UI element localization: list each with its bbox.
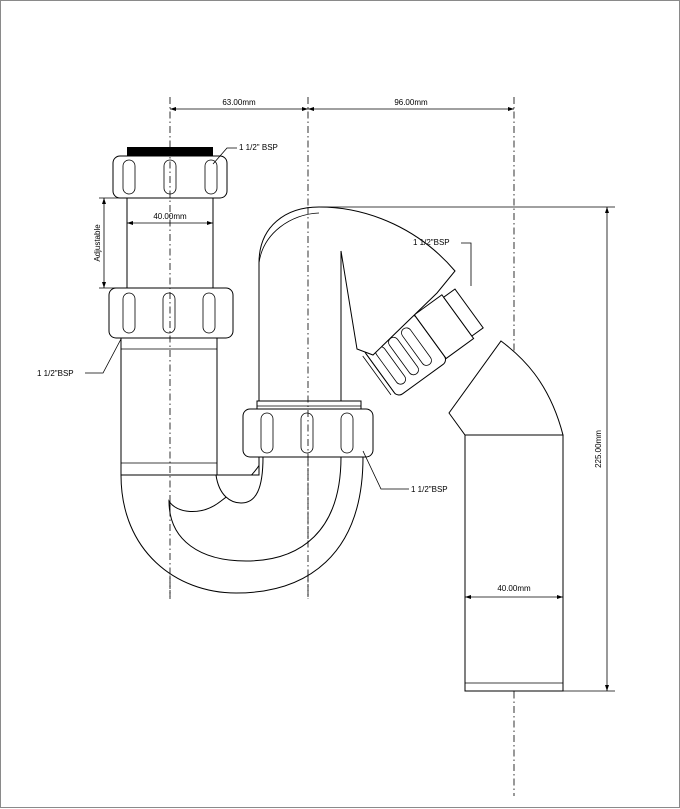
callout-upper-right-thread: 1 1/2"BSP (413, 238, 472, 286)
top-dimension-right: 96.00mm (308, 98, 514, 111)
dim-inlet-40: 40.00mm (153, 212, 187, 221)
callout-left-thread: 1 1/2"BSP (37, 338, 122, 378)
top-dimension-left: 63.00mm (170, 98, 308, 111)
dim-63: 63.00mm (222, 98, 256, 107)
u-bend-inner (215, 456, 264, 504)
outlet-bend (448, 340, 564, 436)
left-coupling (108, 287, 234, 339)
middle-coupling (242, 400, 374, 458)
inlet-diameter-dimension: 40.00mm (127, 212, 213, 225)
dim-96: 96.00mm (394, 98, 428, 107)
adjustable-label: Adjustable (93, 224, 102, 262)
upper-right-thread-label: 1 1/2"BSP (413, 238, 450, 247)
adjustable-dimension: Adjustable (93, 197, 127, 289)
dim-225: 225.00mm (594, 430, 603, 468)
lower-thread-label: 1 1/2"BSP (411, 485, 448, 494)
outlet-diameter-dimension: 40.00mm (465, 584, 563, 599)
callout-lower-thread: 1 1/2"BSP (362, 450, 448, 494)
height-dimension: 225.00mm (321, 206, 615, 692)
callout-inlet-thread: 1 1/2" BSP (212, 143, 278, 165)
inlet-leg (120, 336, 218, 476)
outlet-pipe (464, 434, 564, 692)
u-bend (120, 456, 364, 594)
inlet-thread-label: 1 1/2" BSP (239, 143, 278, 152)
left-thread-label: 1 1/2"BSP (37, 369, 74, 378)
dim-outlet-40: 40.00mm (497, 584, 531, 593)
